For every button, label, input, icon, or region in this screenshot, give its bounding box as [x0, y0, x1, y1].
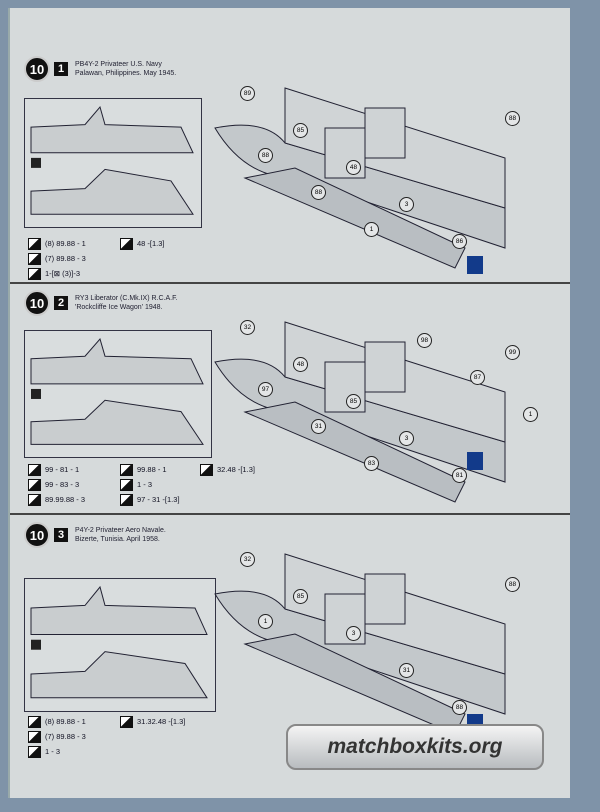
part-number-callout: 86	[452, 234, 467, 249]
caption-line-2: Bizerte, Tunisia. April 1958.	[75, 536, 160, 543]
caption-line-2: Palawan, Philippines. May 1945.	[75, 70, 177, 77]
step-number: 10	[24, 522, 50, 548]
part-number-callout: 3	[346, 626, 361, 641]
paint-callout: 99 - 83 - 3	[28, 477, 85, 492]
part-number-callout: 31	[399, 663, 414, 678]
part-number-callout: 87	[470, 370, 485, 385]
fuselage-side-view	[30, 105, 194, 215]
paint-brush-icon	[120, 463, 133, 476]
paint-callout: 97 - 31 -[1.3]	[120, 492, 180, 507]
assembly-diagram	[214, 87, 506, 274]
divider	[10, 513, 570, 515]
step-header: 10 3 P4Y-2 Privateer Aero Navale. Bizert…	[24, 522, 166, 548]
paint-callout: (8) 89.88 - 1	[28, 714, 86, 729]
paint-brush-icon	[28, 478, 41, 491]
fuselage-side-view	[30, 337, 204, 445]
assembly-diagram	[214, 553, 506, 735]
paint-brush-icon	[120, 715, 133, 728]
part-number-callout: 89	[240, 86, 255, 101]
paint-callout: 32.48 -[1.3]	[200, 462, 255, 477]
paint-brush-icon	[200, 463, 213, 476]
paint-callout: 1 - 3	[120, 477, 180, 492]
step-panel-2: 10 2 RY3 Liberator (C.Mk.IX) R.C.A.F. 'R…	[10, 290, 570, 516]
paint-callout: (7) 89.88 - 3	[28, 251, 86, 266]
part-number-callout: 1	[523, 407, 538, 422]
part-number-callout: 3	[399, 197, 414, 212]
part-number-callout: 3	[399, 431, 414, 446]
divider	[10, 282, 570, 284]
step-number: 10	[24, 290, 50, 316]
part-number-callout: 88	[505, 111, 520, 126]
paint-callout: 1 - 3	[28, 744, 86, 759]
step-header: 10 2 RY3 Liberator (C.Mk.IX) R.C.A.F. 'R…	[24, 290, 178, 316]
paint-brush-icon	[120, 237, 133, 250]
paint-brush-icon	[28, 463, 41, 476]
part-number-callout: 88	[505, 577, 520, 592]
paint-brush-icon	[120, 478, 133, 491]
paint-callout: 89.99.88 - 3	[28, 492, 85, 507]
paint-callouts: 31.32.48 -[1.3]	[120, 714, 185, 729]
paint-brush-icon	[28, 715, 41, 728]
paint-brush-icon	[28, 730, 41, 743]
paint-callouts: 48 -[1.3]	[120, 236, 165, 251]
caption-line-2: 'Rockcliffe Ice Wagon' 1948.	[75, 304, 163, 311]
paint-callout: 99 - 81 - 1	[28, 462, 85, 477]
paint-callout: (8) 89.88 - 1	[28, 236, 86, 251]
part-number-callout: 32	[240, 320, 255, 335]
part-number-callout: 97	[258, 382, 273, 397]
paint-callout: 48 -[1.3]	[120, 236, 165, 251]
version-number: 2	[54, 296, 68, 310]
part-number-callout: 88	[258, 148, 273, 163]
part-number-callout: 85	[293, 123, 308, 138]
paint-callout: 99.88 - 1	[120, 462, 180, 477]
side-view-box	[24, 330, 212, 458]
paint-callout: 31.32.48 -[1.3]	[120, 714, 185, 729]
part-number-callout: 48	[346, 160, 361, 175]
caption-line-1: P4Y-2 Privateer Aero Navale.	[75, 527, 166, 534]
part-number-callout: 98	[417, 333, 432, 348]
caption-line-1: RY3 Liberator (C.Mk.IX) R.C.A.F.	[75, 295, 178, 302]
part-number-callout: 81	[452, 468, 467, 483]
version-number: 3	[54, 528, 68, 542]
paint-callout: 1-[⊠ (3)]-3	[28, 266, 86, 281]
part-number-callout: 1	[258, 614, 273, 629]
part-number-callout: 88	[452, 700, 467, 715]
part-number-callout: 32	[240, 552, 255, 567]
part-number-callout: 85	[293, 589, 308, 604]
part-number-callout: 99	[505, 345, 520, 360]
part-number-callout: 31	[311, 419, 326, 434]
part-number-callout: 1	[364, 222, 379, 237]
paint-callouts: 32.48 -[1.3]	[200, 462, 255, 477]
step-number: 10	[24, 56, 50, 82]
part-number-callout: 48	[293, 357, 308, 372]
assembly-diagram	[214, 321, 506, 503]
caption-line-1: PB4Y-2 Privateer U.S. Navy	[75, 61, 162, 68]
instruction-sheet: 10 1 PB4Y-2 Privateer U.S. Navy Palawan,…	[8, 8, 570, 798]
step-panel-1: 10 1 PB4Y-2 Privateer U.S. Navy Palawan,…	[10, 56, 570, 286]
paint-callout: (7) 89.88 - 3	[28, 729, 86, 744]
part-number-callout: 83	[364, 456, 379, 471]
part-number-callout: 88	[311, 185, 326, 200]
part-number-callout: 85	[346, 394, 361, 409]
paint-brush-icon	[28, 237, 41, 250]
side-view-box	[24, 98, 202, 228]
watermark-logo: matchboxkits.org	[286, 724, 544, 770]
side-view-box	[24, 578, 216, 712]
step-panel-3: 10 3 P4Y-2 Privateer Aero Navale. Bizert…	[10, 522, 570, 792]
paint-brush-icon	[28, 493, 41, 506]
fuselage-side-view	[30, 585, 208, 699]
paint-brush-icon	[120, 493, 133, 506]
step-header: 10 1 PB4Y-2 Privateer U.S. Navy Palawan,…	[24, 56, 176, 82]
paint-brush-icon	[28, 267, 41, 280]
version-number: 1	[54, 62, 68, 76]
paint-brush-icon	[28, 745, 41, 758]
paint-brush-icon	[28, 252, 41, 265]
